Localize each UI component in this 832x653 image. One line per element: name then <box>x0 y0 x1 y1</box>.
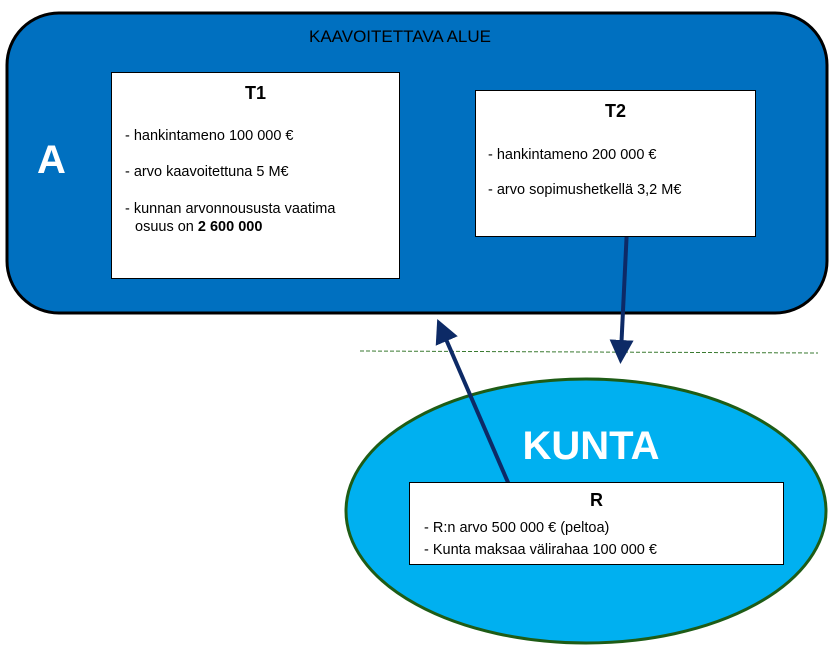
boundary-dashed-line <box>359 350 819 354</box>
t2-item: - hankintameno 200 000 € <box>488 147 657 163</box>
t1-item3-text: osuus on <box>135 219 198 235</box>
area-label: A <box>37 138 66 182</box>
kunta-label: KUNTA <box>522 424 660 468</box>
t1-item3-line2: osuus on 2 600 000 <box>125 218 335 236</box>
t1-item: - kunnan arvonnoususta vaatima osuus on … <box>125 200 335 236</box>
r-item: - R:n arvo 500 000 € (peltoa) <box>424 520 610 536</box>
r-item: - Kunta maksaa välirahaa 100 000 € <box>424 542 657 558</box>
r-title: R <box>590 490 603 510</box>
r-box: R - R:n arvo 500 000 € (peltoa) - Kunta … <box>409 482 784 565</box>
t1-item3-line1: - kunnan arvonnoususta vaatima <box>125 201 336 217</box>
t1-box: T1 - hankintameno 100 000 € - arvo kaavo… <box>111 72 400 279</box>
t1-title: T1 <box>244 83 266 103</box>
t1-item: - arvo kaavoitettuna 5 M€ <box>125 164 289 180</box>
t1-share-value: 2 600 000 <box>197 219 263 235</box>
t2-item: - arvo sopimushetkellä 3,2 M€ <box>488 182 682 198</box>
t1-item: - hankintameno 100 000 € <box>125 128 294 144</box>
arrow-t2-to-kunta <box>609 227 634 364</box>
area-title: KAAVOITETTAVA ALUE <box>308 27 492 46</box>
t2-title: T2 <box>604 101 626 121</box>
arrow-r-to-t1 <box>435 318 515 495</box>
t2-box: T2 - hankintameno 200 000 € - arvo sopim… <box>475 90 756 237</box>
